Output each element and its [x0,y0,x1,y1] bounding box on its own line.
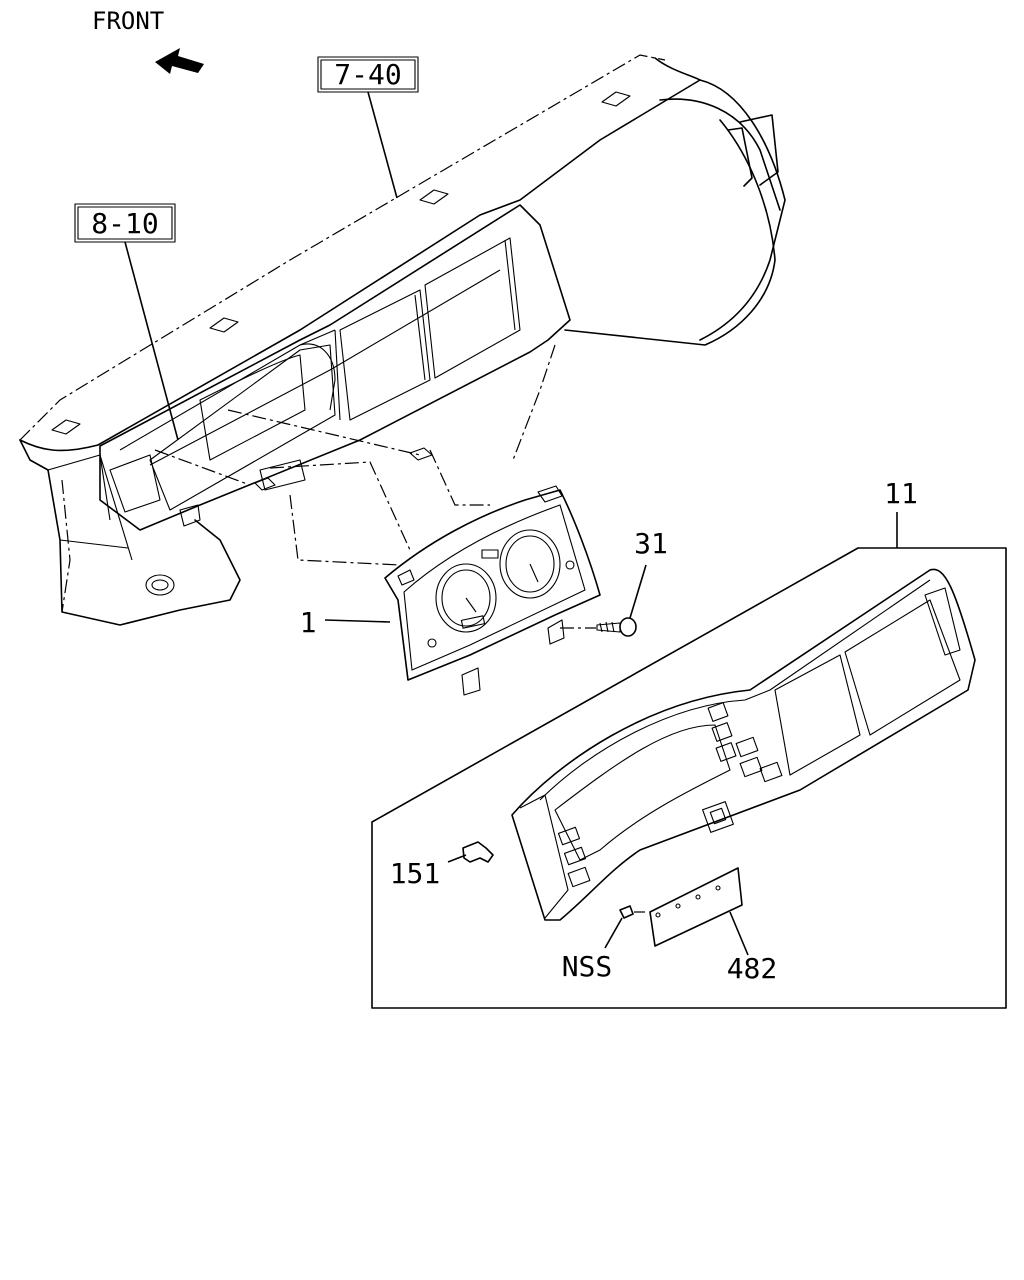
callout-482: 482 [727,952,778,985]
leader-nss [604,917,623,949]
callout-11: 11 [884,477,918,510]
callout-1: 1 [300,606,317,639]
front-label: FRONT [92,7,164,35]
reference-label-7-40: 7-40 [334,58,401,91]
leader-31 [629,564,647,619]
leader-7-40 [367,91,398,199]
callout-nss: NSS [562,950,613,983]
plate-482 [649,867,743,947]
dashboard-assembly [19,54,786,626]
nut-nss [619,905,645,919]
instrument-cluster [384,485,601,696]
leader-151 [447,854,467,863]
group-box-11 [371,547,1007,1009]
reference-box-8-10: 8-10 [74,203,176,243]
clip-151 [462,841,494,863]
screw-31 [596,617,637,637]
front-arrow-icon [155,48,204,74]
leader-482 [729,911,749,956]
leader-1 [324,619,391,623]
callout-31: 31 [634,527,668,560]
reference-label-8-10: 8-10 [91,207,158,240]
callout-151: 151 [390,857,441,890]
leader-8-10 [124,241,179,441]
cluster-bezel [511,568,976,921]
reference-box-7-40: 7-40 [317,56,419,93]
